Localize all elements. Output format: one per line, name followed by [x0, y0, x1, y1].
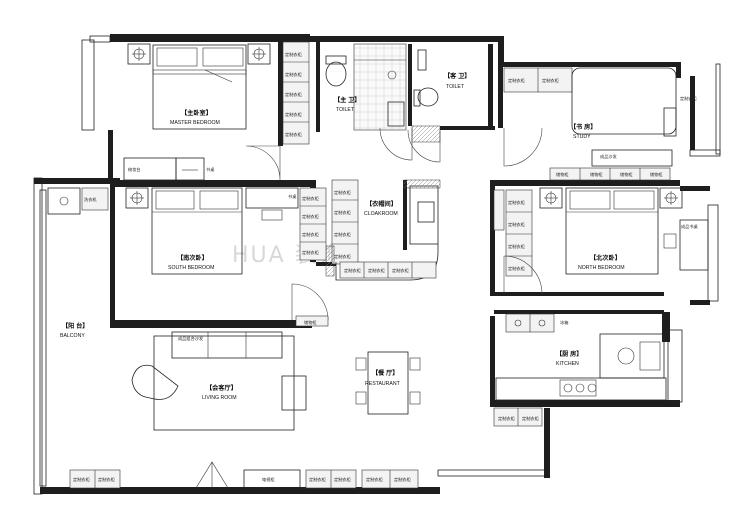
north-bedroom-label-cn: 【北次卧】	[590, 254, 621, 262]
north-wardrobe-label: 定制衣柜	[508, 265, 525, 272]
north-wardrobe-label: 定制衣柜	[508, 199, 525, 206]
study: 定制衣柜 定制衣柜 定制衣柜 【书 房】 STUDY 成品沙发 储物柜 储物柜 …	[503, 67, 697, 181]
cloak-wardrobe-label: 定制衣柜	[334, 209, 351, 216]
kitchen-cabinet-label: 定制衣柜	[498, 415, 515, 422]
cloak-bottom-label: 定制衣柜	[392, 267, 409, 274]
cloakroom-label-en: CLOAKROOM	[364, 211, 398, 217]
tv-cabinet-label: 电视柜	[262, 476, 275, 483]
washer-label: 洗衣机	[84, 196, 97, 203]
north-bedroom: 定制衣柜 定制衣柜 定制衣柜 定制衣柜 【北次卧】 NORTH BEDROOM …	[493, 187, 709, 295]
master-bedroom-label-en: MASTER BEDROOM	[170, 120, 220, 126]
study-bottom-cabinet-label: 储物柜	[650, 171, 663, 178]
cloak-bottom-label: 定制衣柜	[344, 267, 361, 274]
master-bedroom-label-cn: 【主卧室】	[181, 109, 212, 117]
study-cabinet-label: 定制衣柜	[508, 77, 525, 84]
north-wardrobe-label: 定制衣柜	[508, 221, 525, 228]
living-room: 成品组合沙发 【会客厅】 LIVING ROOM 定制衣柜 定制衣柜 电视柜 定…	[69, 331, 419, 489]
balcony-label-cn: 【阳 台】	[62, 322, 88, 330]
master-wardrobe-label: 定制衣柜	[285, 131, 302, 138]
main-toilet-label-cn: 【主 卫】	[334, 96, 360, 104]
south-wardrobe-label: 定制衣柜	[302, 249, 319, 256]
study-side-label: 定制衣柜	[680, 95, 697, 102]
tv-left-cabinet-label: 定制衣柜	[73, 476, 90, 483]
south-bedroom-label-en: SOUTH BEDROOM	[168, 265, 214, 271]
south-wardrobe-label: 定制衣柜	[302, 231, 319, 238]
cloak-wardrobe-label: 定制衣柜	[334, 253, 351, 260]
restaurant: 【餐 厅】 RESTAURANT	[355, 351, 421, 415]
kitchen: 冰箱 【厨 房】 KITCHEN 定制衣柜 定制衣柜	[493, 313, 667, 427]
living-room-label-cn: 【会客厅】	[206, 384, 237, 392]
sofa-label: 成品组合沙发	[178, 335, 204, 342]
cloak-bottom-label: 定制衣柜	[368, 267, 385, 274]
main-toilet-label-en: TOILET	[336, 107, 355, 113]
kitchen-cabinet-label: 定制衣柜	[522, 415, 539, 422]
cloakroom: 定制衣柜 定制衣柜 定制衣柜 定制衣柜 【衣帽间】 CLOAKROOM 定制衣柜…	[325, 179, 441, 281]
right-cabinet-label: 定制衣柜	[394, 476, 411, 483]
master-wardrobe-label: 定制衣柜	[285, 111, 302, 118]
dresser-label: 梳妆台	[128, 166, 141, 173]
outer-walls	[33, 34, 721, 495]
kitchen-label-en: KITCHEN	[556, 361, 579, 367]
master-wardrobe-label: 定制衣柜	[285, 71, 302, 78]
north-desk-label: 成品书桌	[681, 223, 699, 230]
south-bedroom: 书桌 【南次卧】 SOUTH BEDROOM 定制衣柜 定制衣柜 定制衣柜 定制…	[125, 187, 329, 327]
south-storage-label: 储物柜	[304, 319, 317, 326]
fridge-label: 冰箱	[560, 319, 568, 326]
study-label-cn: 【书 房】	[570, 123, 596, 131]
living-room-label-en: LIVING ROOM	[202, 395, 237, 401]
study-bottom-cabinet-label: 储物柜	[620, 171, 633, 178]
tv-left-cabinet-label: 定制衣柜	[98, 476, 115, 483]
main-toilet: 【主 卫】 TOILET	[325, 43, 413, 161]
restaurant-label-en: RESTAURANT	[365, 381, 401, 387]
study-bottom-cabinet-label: 储物柜	[590, 171, 603, 178]
master-wardrobe-label: 定制衣柜	[285, 91, 302, 98]
cloakroom-label-cn: 【衣帽间】	[366, 200, 397, 208]
desk-label: 书桌	[206, 166, 215, 173]
balcony: 洗衣机 【阳 台】 BALCONY	[47, 187, 109, 339]
south-wardrobe-label: 定制衣柜	[302, 213, 319, 220]
study-label-en: STUDY	[573, 134, 591, 140]
right-cabinet-label: 定制衣柜	[309, 476, 326, 483]
south-wardrobe-label: 定制衣柜	[302, 195, 319, 202]
south-bedroom-label-cn: 【南次卧】	[177, 254, 208, 262]
master-bedroom: 【主卧室】 MASTER BEDROOM 定制衣柜 定制衣柜 定制衣柜 定制衣柜…	[123, 41, 310, 181]
guest-toilet-label-cn: 【客 卫】	[444, 72, 470, 80]
south-desk-label: 书桌	[288, 193, 297, 200]
cloak-wardrobe-label: 定制衣柜	[334, 231, 351, 238]
north-wardrobe-label: 定制衣柜	[508, 243, 525, 250]
restaurant-label-cn: 【餐 厅】	[372, 369, 398, 377]
guest-toilet: 【客 卫】 TOILET	[407, 49, 470, 163]
balcony-label-en: BALCONY	[60, 333, 85, 339]
master-wardrobe-label: 定制衣柜	[285, 51, 302, 58]
cloak-wardrobe-label: 定制衣柜	[334, 189, 351, 196]
study-cabinet-label: 定制衣柜	[542, 77, 559, 84]
right-cabinet-label: 定制衣柜	[334, 476, 351, 483]
kitchen-label-cn: 【厨 房】	[556, 350, 582, 358]
study-bottom-cabinet-label: 储物柜	[556, 171, 569, 178]
study-sofa-label: 成品沙发	[600, 153, 618, 160]
north-bedroom-label-en: NORTH BEDROOM	[578, 265, 625, 271]
guest-toilet-label-en: TOILET	[446, 84, 465, 90]
right-cabinet-label: 定制衣柜	[366, 476, 383, 483]
